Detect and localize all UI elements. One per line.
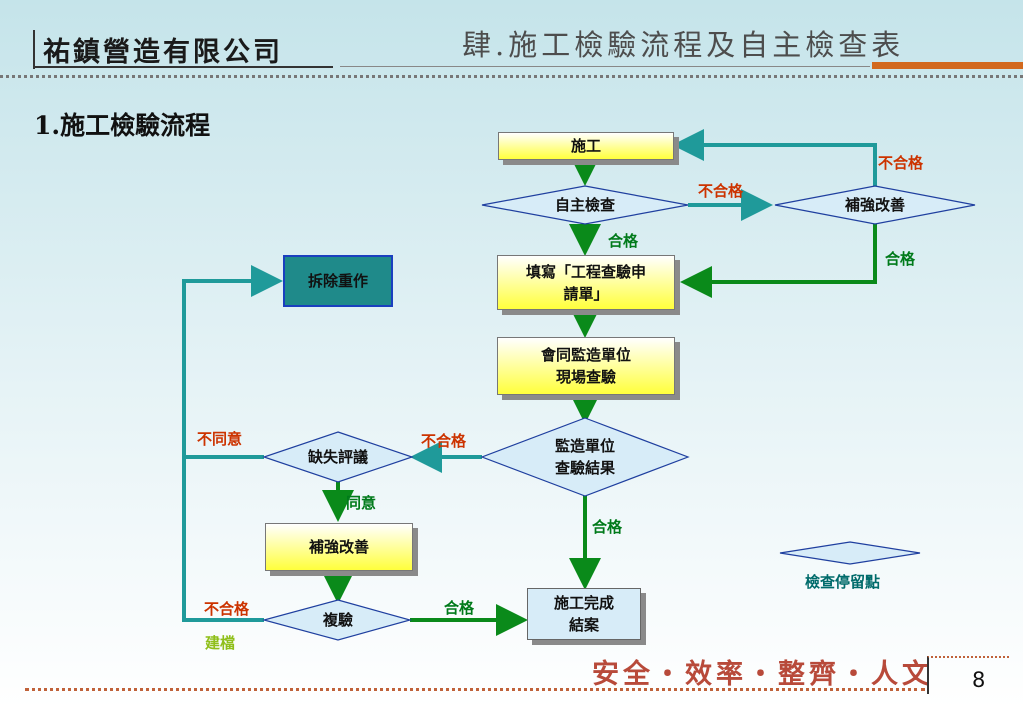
diamond-supervisor-result — [480, 417, 690, 497]
edge-label-agree: 同意 — [346, 494, 377, 512]
diamond-recheck — [261, 599, 413, 641]
node-construction-complete-line2: 結案 — [568, 616, 599, 634]
node-construction-complete: 施工完成 結案 — [527, 588, 641, 640]
label-self-check: 自主檢查 — [554, 196, 615, 214]
legend-diamond — [779, 541, 921, 565]
label-improve-top: 補強改善 — [844, 196, 905, 214]
edge-label-recheck-pass: 合格 — [444, 599, 475, 617]
arrow-defect-disagree — [182, 265, 283, 459]
footer-motto: 安全‧效率‧整齊‧人文 — [592, 659, 933, 690]
label-defect-review: 缺失評議 — [307, 448, 368, 466]
arrow-improve-top-fail — [672, 129, 877, 188]
label-supervisor-result-line1: 監造單位 — [554, 437, 615, 455]
slide-title: 肆.施工檢驗流程及自主檢查表 — [462, 28, 905, 62]
node-construct: 施工 — [498, 132, 674, 160]
node-demolish-redo: 拆除重作 — [283, 255, 393, 307]
node-fill-inspection-form-line2: 請單」 — [563, 284, 609, 303]
diamond-improve-top — [774, 185, 976, 225]
edge-label-supervisor-fail: 不合格 — [421, 432, 467, 450]
node-fill-inspection-form: 填寫「工程查驗申 請單」 — [497, 255, 675, 310]
node-improve-left: 補強改善 — [265, 523, 413, 571]
node-construction-complete-line1: 施工完成 — [553, 594, 614, 612]
arrow-recheck-fail — [182, 457, 264, 622]
diamond-self-check — [481, 185, 689, 225]
edge-label-archive: 建檔 — [205, 634, 236, 652]
edge-label-supervisor-pass: 合格 — [592, 518, 623, 536]
label-recheck: 複驗 — [322, 611, 353, 629]
node-joint-inspection: 會同監造單位 現場查驗 — [497, 337, 675, 395]
title-accent-bar — [872, 62, 1023, 69]
diamond-defect-review — [262, 431, 414, 483]
edge-label-selfcheck-pass: 合格 — [608, 232, 639, 250]
edge-label-disagree: 不同意 — [197, 430, 243, 448]
edge-label-improve-fail: 不合格 — [878, 154, 924, 172]
node-joint-inspection-line1: 會同監造單位 — [540, 346, 631, 364]
edge-label-improve-pass: 合格 — [885, 250, 916, 268]
page-number: 8 — [972, 668, 986, 692]
company-name: 祐鎮營造有限公司 — [33, 30, 283, 69]
node-fill-inspection-form-line1: 填寫「工程查驗申 — [525, 262, 646, 281]
node-joint-inspection-line2: 現場查驗 — [555, 368, 616, 386]
page-number-frame — [927, 656, 1009, 694]
label-supervisor-result-line2: 查驗結果 — [554, 459, 615, 477]
edge-label-recheck-fail: 不合格 — [204, 600, 250, 618]
legend-hold-point-label: 檢查停留點 — [805, 573, 881, 591]
arrow-improve-top-pass — [680, 222, 877, 298]
footer-divider — [25, 688, 925, 691]
section-title: 1.施工檢驗流程 — [34, 111, 211, 140]
header-divider — [0, 75, 1023, 78]
title-underline — [340, 66, 870, 67]
company-underline — [33, 66, 333, 68]
label-supervisor-result: 監造單位 查驗結果 — [525, 434, 645, 480]
edge-label-selfcheck-fail: 不合格 — [698, 182, 744, 200]
